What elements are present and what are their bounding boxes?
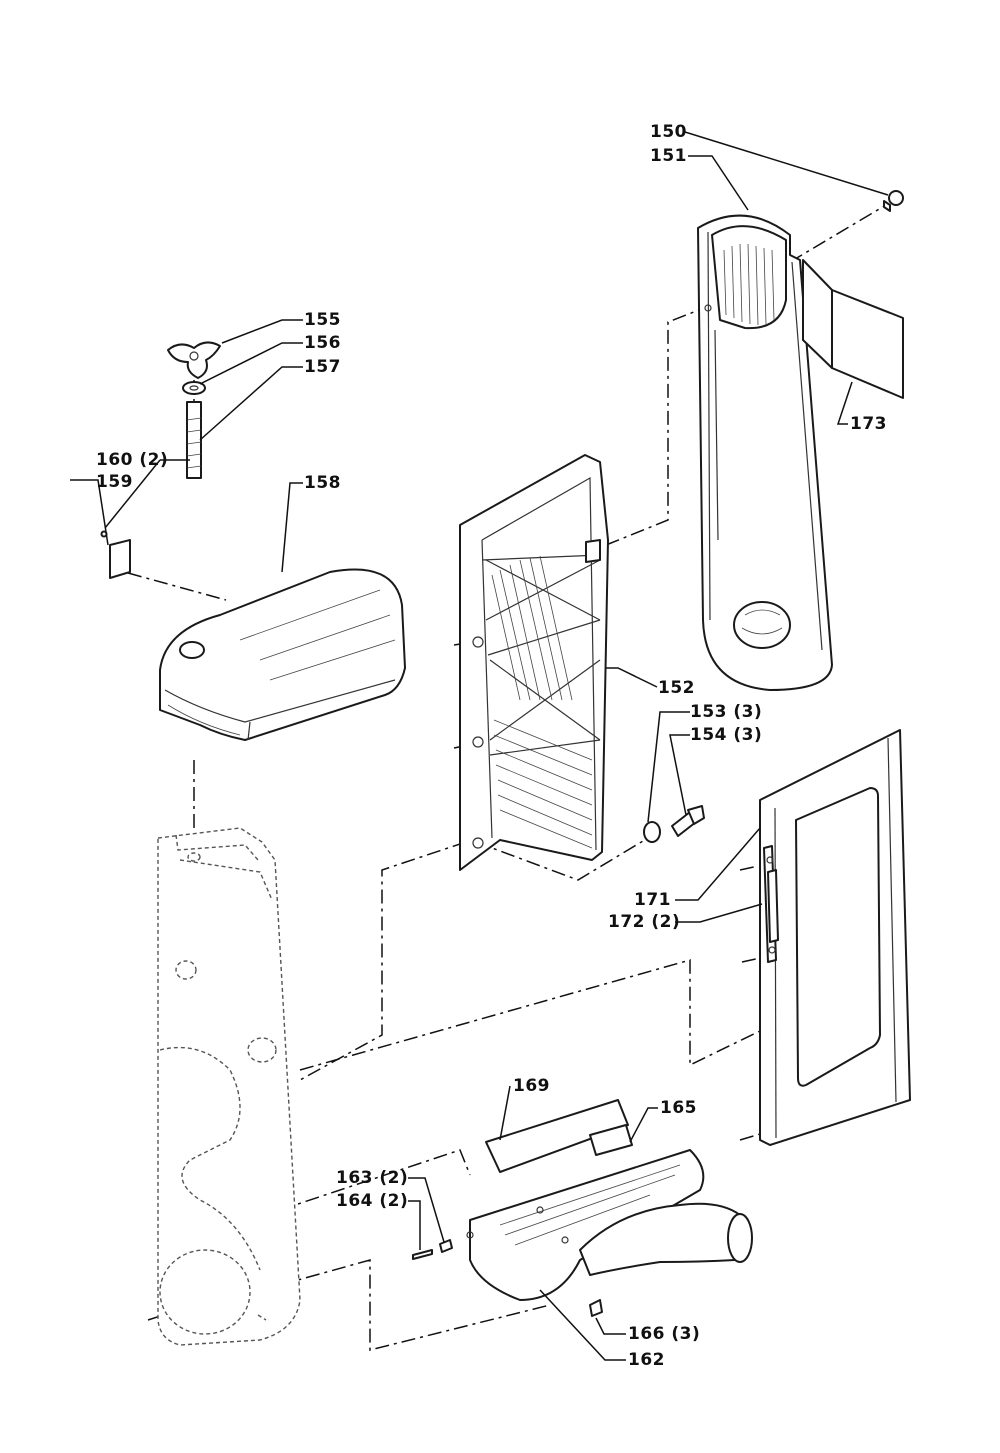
knob-assembly-155-157: [167, 341, 221, 479]
callout-153: 153 (3): [690, 702, 763, 722]
bolt-washer-153-154: [643, 805, 705, 843]
chute-assembly: [412, 1099, 753, 1317]
callout-171: 171: [634, 890, 671, 910]
callout-155: 155: [304, 310, 341, 330]
callout-157: 157: [304, 357, 341, 377]
cover-158: [159, 568, 406, 741]
callout-169: 169: [513, 1076, 550, 1096]
callout-163: 163 (2): [336, 1168, 409, 1188]
callout-172: 172 (2): [608, 912, 681, 932]
callout-162: 162: [628, 1350, 665, 1370]
callout-173: 173: [850, 414, 887, 434]
callout-151: 151: [650, 146, 687, 166]
frame-casting-152: [459, 454, 609, 871]
callout-152: 152: [658, 678, 695, 698]
callout-165: 165: [660, 1098, 697, 1118]
bracket-173: [802, 259, 904, 399]
screw-150: [883, 190, 904, 212]
base-casting: [157, 827, 301, 1346]
plate-159: [100, 530, 131, 579]
callout-150: 150: [650, 122, 687, 142]
callout-159: 159: [96, 472, 133, 492]
callout-166: 166 (3): [628, 1324, 701, 1344]
belt-guard-151: [697, 214, 833, 691]
callout-158: 158: [304, 473, 341, 493]
callout-154: 154 (3): [690, 725, 763, 745]
callout-156: 156: [304, 333, 341, 353]
callout-160: 160 (2): [96, 450, 169, 470]
leader-lines: [70, 131, 889, 1361]
callout-164: 164 (2): [336, 1191, 409, 1211]
door-panel: [759, 729, 911, 1146]
